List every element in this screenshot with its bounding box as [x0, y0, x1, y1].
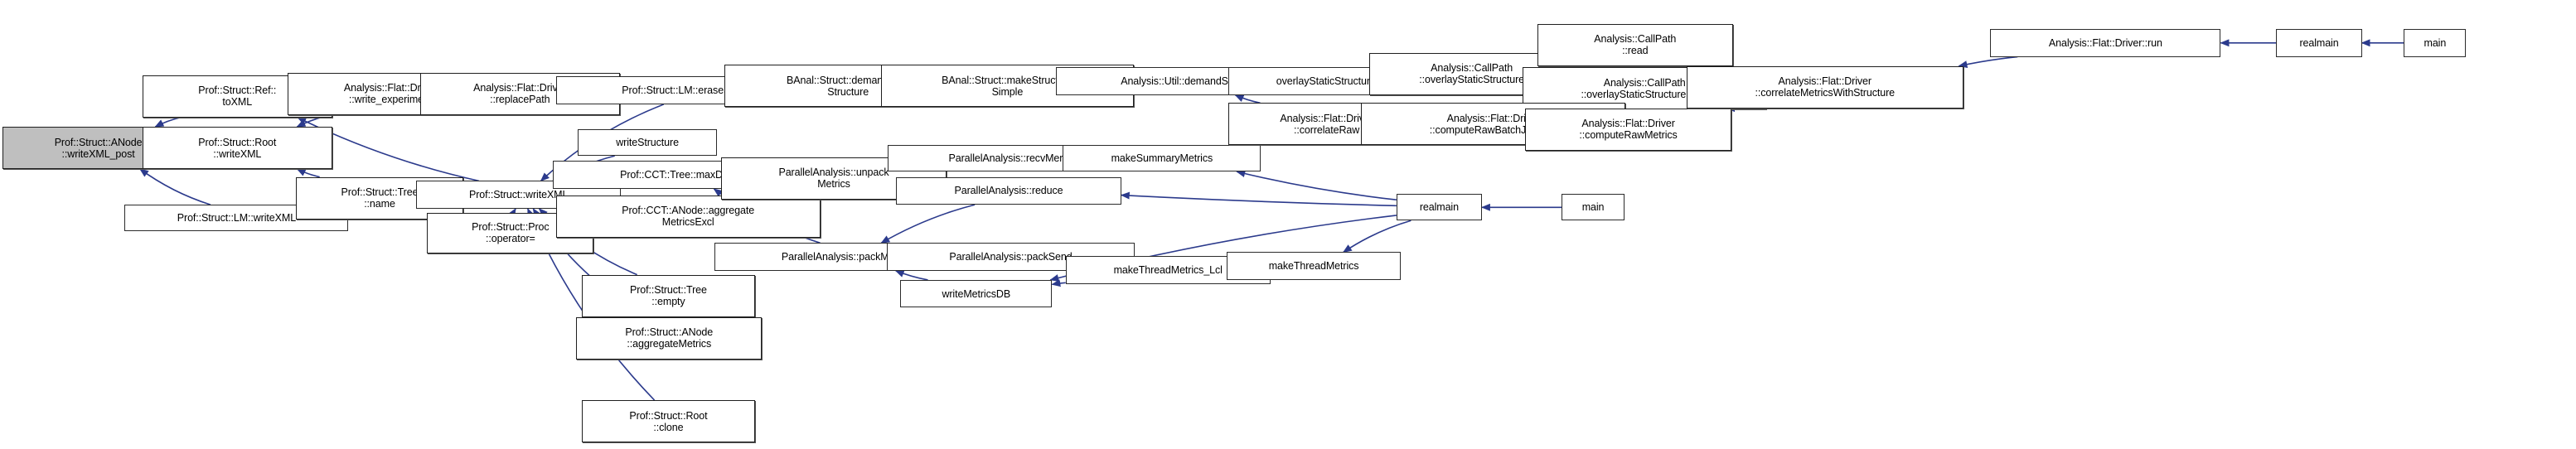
- graph-node[interactable]: Analysis::Flat::Driver::run: [1990, 29, 2221, 57]
- graph-node[interactable]: Analysis::CallPath ::read: [1537, 23, 1733, 66]
- graph-node[interactable]: Prof::CCT::ANode::aggregate MetricsExcl: [555, 195, 821, 238]
- graph-node[interactable]: realmain: [2276, 29, 2362, 57]
- graph-edge: [1120, 191, 1397, 207]
- graph-node-label: Prof::Struct::Tree ::name: [341, 186, 419, 210]
- graph-node-label: Prof::Struct::Tree ::empty: [629, 284, 707, 308]
- graph-node[interactable]: Prof::Struct::ANode ::aggregateMetrics: [576, 316, 763, 360]
- graph-node-label: ParallelAnalysis::unpack Metrics: [778, 167, 889, 191]
- graph-node[interactable]: main: [2404, 29, 2467, 57]
- graph-node-label: Analysis::CallPath ::overlayStaticStruct…: [1419, 62, 1525, 86]
- graph-node[interactable]: Analysis::Flat::Driver ::computeRawMetri…: [1525, 108, 1731, 151]
- graph-node-label: makeSummaryMetrics: [1111, 152, 1213, 165]
- graph-node[interactable]: realmain: [1396, 194, 1482, 221]
- graph-node-label: Analysis::Flat::Driver ::correlateRaw: [1280, 112, 1373, 136]
- graph-node-label: Prof::Struct::Root ::clone: [629, 409, 708, 433]
- graph-node-label: Analysis::Flat::Driver ::write_experimen…: [343, 82, 438, 106]
- graph-edge: [894, 270, 928, 281]
- graph-node[interactable]: Prof::Struct::Tree ::empty: [581, 274, 756, 317]
- graph-node-label: Prof::Struct::Root ::writeXML: [198, 136, 277, 160]
- graph-node-label: Analysis::CallPath ::overlayStaticStruct…: [1581, 76, 1708, 100]
- graph-node-label: Prof::Struct::LM::writeXML: [177, 212, 297, 224]
- graph-edge: [1236, 170, 1397, 200]
- graph-node-label: ParallelAnalysis::recvMerge: [948, 152, 1075, 165]
- graph-node[interactable]: ParallelAnalysis::reduce: [896, 176, 1121, 205]
- graph-node-label: Analysis::Flat::Driver ::computeRawMetri…: [1579, 118, 1678, 142]
- graph-node-label: makeThreadMetrics_Lcl: [1113, 263, 1223, 276]
- graph-node[interactable]: makeThreadMetrics: [1227, 252, 1401, 280]
- graph-edge: [1234, 94, 1261, 104]
- graph-node[interactable]: main: [1562, 194, 1625, 221]
- graph-edge: [1051, 279, 1066, 287]
- graph-node-label: realmain: [1419, 201, 1459, 214]
- graph-node[interactable]: writeMetricsDB: [900, 279, 1053, 308]
- graph-node-label: makeThreadMetrics: [1268, 260, 1359, 273]
- graph-node-label: Prof::CCT::ANode::aggregate MetricsExcl: [622, 205, 755, 229]
- graph-edge: [139, 168, 211, 205]
- graph-node-label: main: [1581, 201, 1605, 214]
- graph-edge: [880, 204, 976, 244]
- graph-node-label: Prof::Struct::Ref:: toXML: [198, 84, 277, 109]
- graph-node[interactable]: Prof::Struct::Root ::writeXML: [142, 127, 332, 170]
- graph-node-label: Analysis::CallPath ::read: [1594, 33, 1677, 57]
- graph-node[interactable]: writeStructure: [577, 129, 718, 157]
- graph-edge: [296, 168, 320, 178]
- graph-node-label: Analysis::Flat::Driver ::replacePath: [473, 82, 567, 106]
- graph-node-label: writeStructure: [616, 137, 679, 149]
- graph-node-label: BAnal::Struct::makeStructure Simple: [942, 74, 1073, 98]
- graph-node-label: Prof::Struct::writeXML: [468, 189, 569, 201]
- graph-node-label: main: [2423, 36, 2447, 49]
- graph-node-label: Prof::Struct::ANode ::writeXML_post: [54, 136, 143, 160]
- graph-node[interactable]: makeSummaryMetrics: [1063, 145, 1261, 172]
- graph-edge: [1342, 220, 1411, 253]
- graph-node-label: Analysis::Util::demandStructure: [1121, 75, 1263, 88]
- graph-node-label: Prof::Struct::ANode ::aggregateMetrics: [625, 326, 714, 350]
- graph-node-label: Analysis::Flat::Driver ::correlateMetric…: [1755, 75, 1896, 99]
- graph-node-label: Prof::Struct::LM::eraseStmtIf: [622, 84, 751, 97]
- graph-edge: [154, 117, 181, 128]
- graph-node[interactable]: Prof::Struct::Root ::clone: [581, 400, 756, 443]
- graph-node-label: realmain: [2299, 36, 2339, 49]
- graph-node-label: writeMetricsDB: [942, 287, 1011, 300]
- graph-edge: [1958, 56, 2018, 68]
- graph-node[interactable]: Analysis::Flat::Driver ::correlateMetric…: [1686, 65, 1963, 109]
- graph-node-label: ParallelAnalysis::reduce: [954, 185, 1063, 197]
- graph-node-label: Prof::Struct::Proc ::operator=: [472, 221, 550, 245]
- graph-node-label: ParallelAnalysis::packSend: [949, 251, 1073, 263]
- graph-node-label: ParallelAnalysis::packMetrics: [781, 251, 913, 263]
- graph-node-label: BAnal::Struct::demandStmt Structure: [787, 74, 910, 98]
- graph-node-label: overlayStaticStructure: [1276, 75, 1376, 88]
- graph-node-label: Analysis::Flat::Driver::run: [2048, 36, 2162, 49]
